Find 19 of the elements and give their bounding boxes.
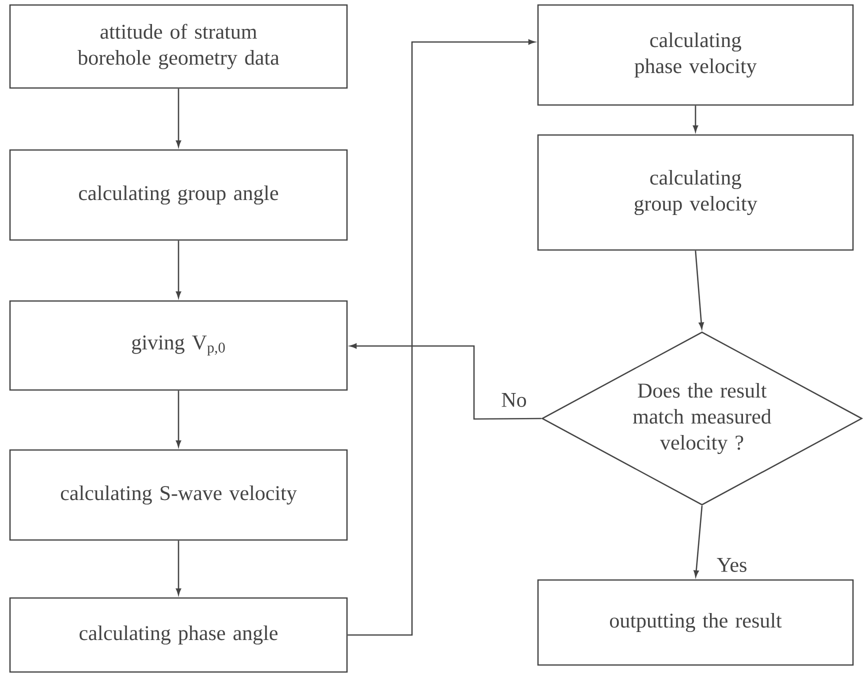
edge-label: No (500, 392, 528, 408)
arrow (692, 106, 698, 132)
arrow (350, 343, 542, 420)
arrow (176, 88, 182, 147)
process-box: attitude of stratum borehole geometry data (9, 4, 348, 89)
arrow (176, 240, 182, 298)
arrow (176, 390, 182, 447)
arrow (348, 39, 535, 636)
process-box: outputting the result (537, 579, 854, 666)
process-box: calculating group angle (9, 149, 348, 241)
arrow (694, 250, 704, 330)
process-box: giving V$_{p,0}$ (9, 300, 348, 391)
process-box: calculating phase angle (9, 597, 348, 673)
process-box: calculating group velocity (537, 134, 854, 251)
arrow (176, 540, 182, 595)
process-box: calculating phase velocity (537, 4, 854, 106)
edge-label: Yes (716, 557, 748, 573)
process-box: calculating S-wave velocity (9, 449, 348, 541)
arrow (694, 506, 703, 577)
